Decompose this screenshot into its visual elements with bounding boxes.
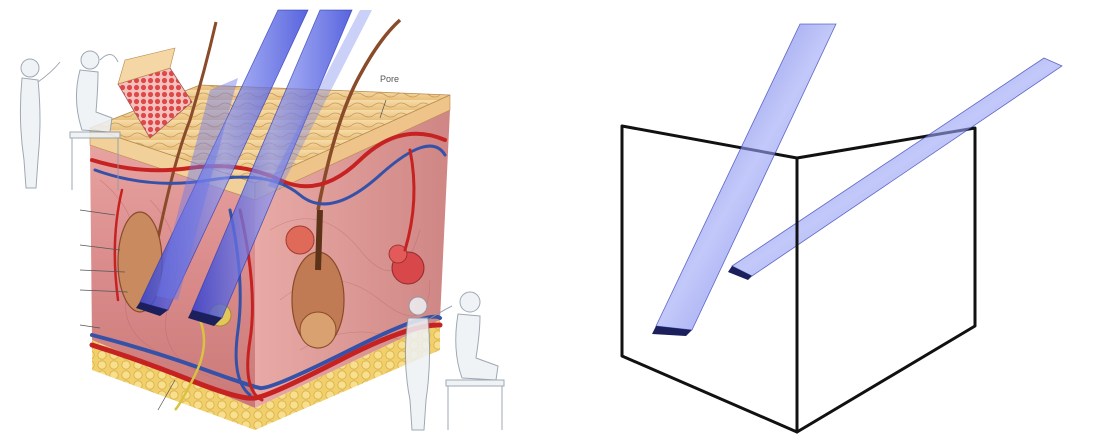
seated-figure-right bbox=[405, 292, 504, 430]
hair-papilla bbox=[300, 312, 336, 348]
standing-figure bbox=[20, 59, 60, 188]
pore-label: Pore bbox=[380, 74, 399, 84]
